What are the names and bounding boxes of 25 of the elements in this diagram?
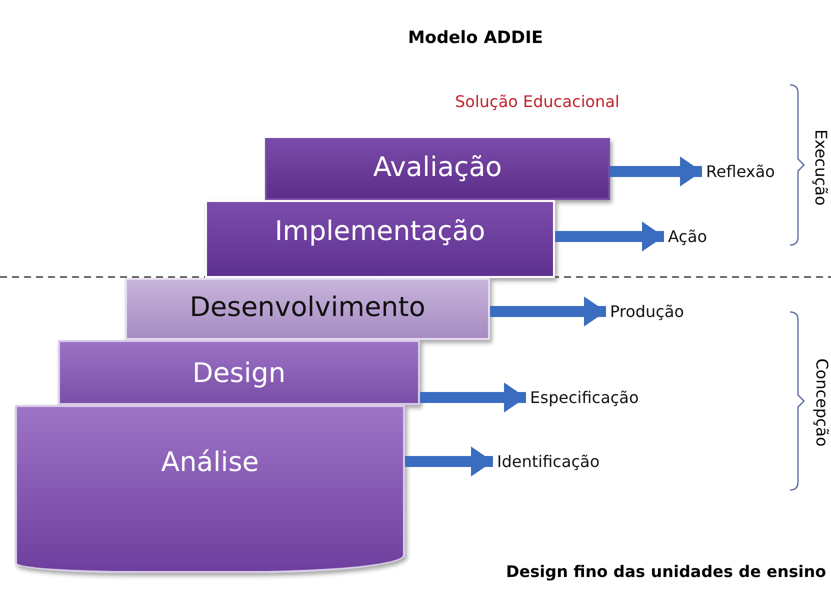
output-label: Ação [668, 227, 708, 246]
stage-title: Avaliação [372, 152, 503, 183]
stage-title: Implementação [274, 216, 486, 247]
diagram-title: Modelo ADDIE [406, 28, 544, 48]
stage-title: Design [191, 358, 287, 389]
stage-box [125, 278, 490, 340]
output-label: Reflexão [706, 162, 775, 181]
block-arrow [420, 382, 526, 412]
side-label: Concepção [812, 358, 831, 447]
block-arrow [610, 156, 702, 186]
stage-box [58, 340, 420, 405]
stage-box [265, 138, 610, 200]
output-label: Produção [610, 302, 684, 321]
stage-title: Desenvolvimento [188, 292, 426, 323]
footer-note: Design fino das unidades de ensino [506, 562, 826, 581]
block-arrow [405, 446, 493, 476]
stage-box [15, 405, 405, 573]
output-label: Especificação [530, 388, 639, 407]
stage-box [205, 200, 555, 278]
side-label: Execução [812, 129, 831, 206]
section-heading: Solução Educacional [455, 92, 620, 111]
block-arrow [555, 222, 664, 252]
block-arrow [490, 296, 606, 326]
output-label: Identificação [497, 452, 600, 471]
stage-title: Análise [160, 447, 260, 478]
